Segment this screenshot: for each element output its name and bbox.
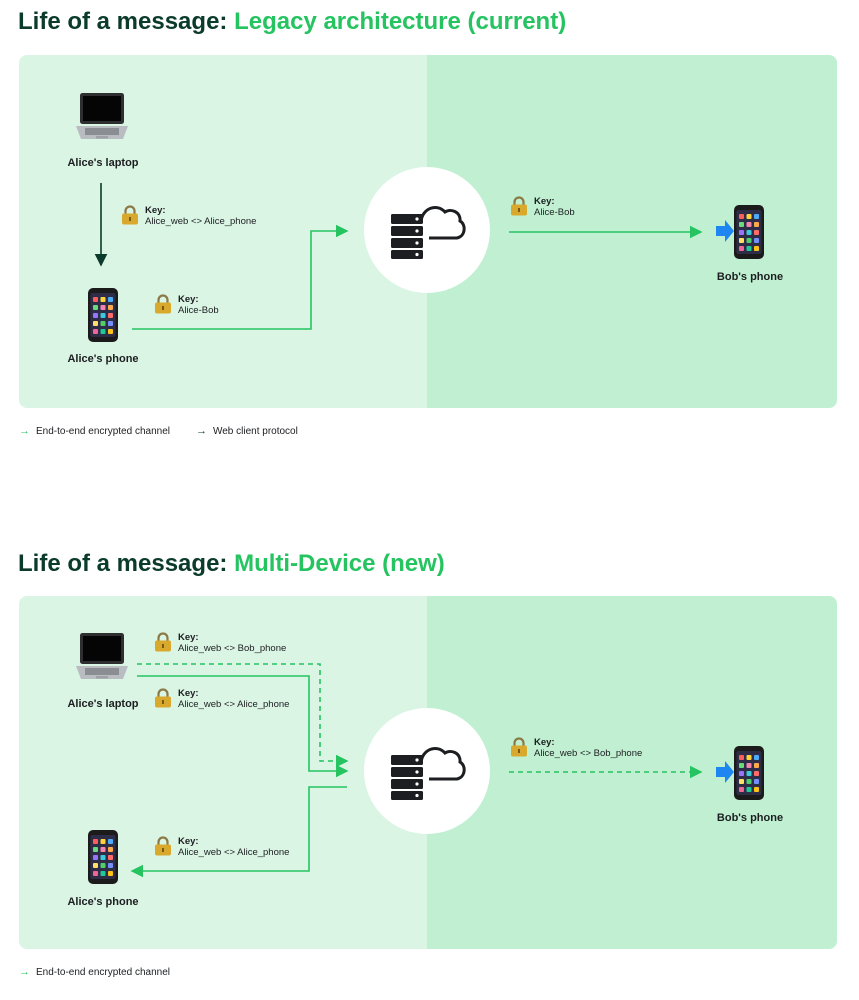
key-value: Alice-Bob bbox=[534, 207, 575, 218]
server-node bbox=[364, 167, 490, 293]
multidevice-connections bbox=[130, 663, 703, 878]
padlock-icon bbox=[155, 688, 171, 708]
key-title: Key: bbox=[145, 205, 166, 216]
key-value: Alice_web <> Alice_phone bbox=[145, 216, 257, 227]
key-title: Key: bbox=[178, 688, 199, 699]
key-title: Key: bbox=[178, 836, 199, 847]
key-server-bob: Key: Alice-Bob bbox=[510, 196, 575, 218]
alice-laptop-label: Alice's laptop bbox=[67, 157, 139, 169]
bob-phone-label: Bob's phone bbox=[716, 812, 784, 824]
bob-phone-label: Bob's phone bbox=[716, 271, 784, 283]
key-value: Alice-Bob bbox=[178, 305, 219, 316]
legacy-title: Life of a message: Legacy architecture (… bbox=[18, 8, 566, 36]
server-node bbox=[364, 708, 490, 834]
key-title: Key: bbox=[534, 196, 555, 207]
alice-laptop-label: Alice's laptop bbox=[67, 698, 139, 710]
multidevice-title-highlight: Multi-Device (new) bbox=[234, 550, 445, 577]
alice-phone-label: Alice's phone bbox=[67, 896, 139, 908]
dark-arrow-icon: → bbox=[195, 425, 207, 437]
padlock-icon bbox=[511, 196, 527, 216]
bob-phone-icon bbox=[716, 205, 764, 259]
key-phone-server: Key: Alice-Bob bbox=[154, 294, 219, 316]
multidevice-diagram-panel: Alice's laptop Alice's phone Key: Alice_… bbox=[19, 596, 837, 949]
server-to-alice-phone-arrow bbox=[130, 786, 347, 878]
key-server-bob: Key: Alice_web <> Bob_phone bbox=[510, 737, 642, 759]
legacy-title-highlight: Legacy architecture (current) bbox=[234, 8, 567, 35]
phone-to-server-arrow bbox=[132, 224, 349, 330]
green-arrow-icon: → bbox=[19, 966, 30, 978]
alice-phone-label: Alice's phone bbox=[67, 353, 139, 365]
legacy-connections bbox=[94, 183, 703, 330]
padlock-icon bbox=[511, 737, 527, 757]
key-title: Key: bbox=[178, 632, 199, 643]
laptop-to-server-dashed-arrow bbox=[137, 663, 349, 768]
padlock-icon bbox=[122, 205, 138, 225]
green-arrow-icon: → bbox=[19, 425, 30, 437]
legend-e2e-label: End-to-end encrypted channel bbox=[36, 425, 170, 437]
key-laptop-bob: Key: Alice_web <> Bob_phone bbox=[154, 632, 286, 654]
bob-phone-icon bbox=[716, 746, 764, 800]
legend-e2e: → End-to-end encrypted channel bbox=[19, 966, 170, 978]
key-server-alicephone: Key: Alice_web <> Alice_phone bbox=[154, 836, 289, 858]
key-laptop-phone: Key: Alice_web <> Alice_phone bbox=[121, 205, 256, 227]
legacy-legend: → End-to-end encrypted channel → Web cli… bbox=[19, 425, 298, 437]
multidevice-title-prefix: Life of a message: bbox=[18, 550, 235, 577]
alice-phone-icon bbox=[88, 288, 118, 342]
alice-phone-icon bbox=[88, 830, 118, 884]
key-title: Key: bbox=[178, 294, 199, 305]
padlock-icon bbox=[155, 632, 171, 652]
legacy-diagram-panel: Alice's laptop Alice's phone Key: Alice_… bbox=[19, 55, 837, 408]
key-value: Alice_web <> Alice_phone bbox=[178, 847, 290, 858]
key-laptop-alice: Key: Alice_web <> Alice_phone bbox=[154, 688, 289, 710]
server-cloud-icon bbox=[391, 206, 466, 259]
key-value: Alice_web <> Bob_phone bbox=[534, 748, 643, 759]
key-value: Alice_web <> Bob_phone bbox=[178, 643, 287, 654]
padlock-icon bbox=[155, 294, 171, 314]
server-cloud-icon bbox=[391, 747, 466, 800]
legend-e2e-label: End-to-end encrypted channel bbox=[36, 966, 170, 978]
legacy-title-prefix: Life of a message: bbox=[18, 8, 235, 35]
recipient-side-background bbox=[427, 596, 837, 949]
laptop-icon bbox=[76, 633, 128, 679]
legend-web-label: Web client protocol bbox=[212, 425, 298, 437]
multidevice-title: Life of a message: Multi-Device (new) bbox=[18, 550, 445, 578]
legend-web: → Web client protocol bbox=[196, 425, 298, 437]
legend-e2e: → End-to-end encrypted channel bbox=[19, 425, 170, 437]
padlock-icon bbox=[155, 836, 171, 856]
laptop-to-server-solid-arrow bbox=[137, 675, 349, 778]
multidevice-legend: → End-to-end encrypted channel bbox=[19, 966, 170, 978]
key-value: Alice_web <> Alice_phone bbox=[178, 699, 290, 710]
laptop-icon bbox=[76, 93, 128, 139]
key-title: Key: bbox=[534, 737, 555, 748]
